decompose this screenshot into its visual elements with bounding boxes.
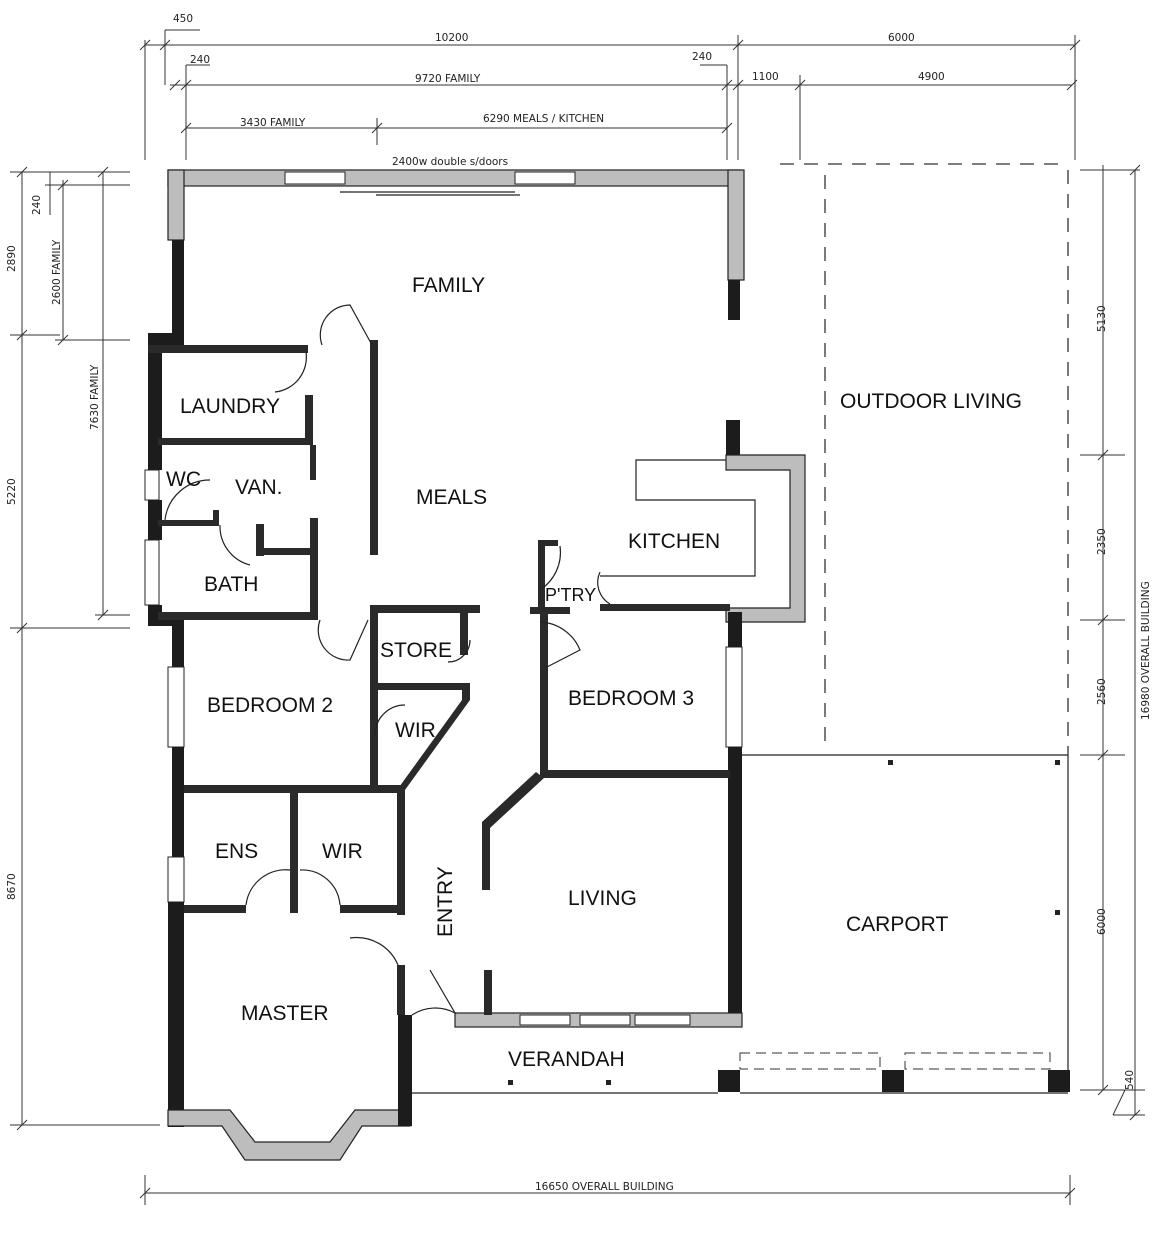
- room-ensuite-label: ENS: [215, 840, 258, 863]
- dimension-lines: [10, 29, 1145, 1205]
- dim-sliding-doors-note: 2400w double s/doors: [392, 156, 508, 168]
- dim-2600-family: 2600 FAMILY: [51, 239, 63, 305]
- outdoor-outlines: [408, 163, 1070, 1094]
- dim-2560: 2560: [1096, 678, 1108, 705]
- dim-overall-height: 16980 OVERALL BUILDING: [1140, 581, 1152, 720]
- room-laundry-label: LAUNDRY: [180, 395, 280, 418]
- dim-overall-width: 16650 OVERALL BUILDING: [535, 1181, 674, 1193]
- dim-8670: 8670: [6, 873, 18, 900]
- dim-240-left: 240: [190, 54, 210, 66]
- room-bedroom-3-label: BEDROOM 3: [568, 687, 694, 710]
- room-wir-upper-label: WIR: [395, 719, 436, 742]
- doors: [164, 304, 611, 1016]
- room-family-label: FAMILY: [412, 274, 485, 297]
- room-outdoor-living-label: OUTDOOR LIVING: [840, 390, 1022, 413]
- dim-9720-family: 9720 FAMILY: [415, 73, 481, 85]
- room-wc-label: WC: [166, 468, 201, 491]
- dimension-labels: 450 10200 6000 240 9720 FAMILY 240 1100 …: [6, 13, 1152, 1193]
- room-kitchen-label: KITCHEN: [628, 530, 720, 553]
- room-labels: FAMILY LAUNDRY WC VAN. MEALS BATH KITCHE…: [166, 274, 1022, 1071]
- room-vanity-label: VAN.: [235, 476, 282, 499]
- dim-240-right: 240: [692, 51, 712, 63]
- dim-4900: 4900: [918, 71, 945, 83]
- room-living-label: LIVING: [568, 887, 637, 910]
- room-bedroom-2-label: BEDROOM 2: [207, 694, 333, 717]
- room-meals-label: MEALS: [416, 486, 487, 509]
- dim-2350: 2350: [1096, 528, 1108, 555]
- internal-walls: [148, 340, 756, 1015]
- room-store-label: STORE: [380, 639, 452, 662]
- room-carport-label: CARPORT: [846, 913, 948, 936]
- dim-6290-meals-kitchen: 6290 MEALS / KITCHEN: [483, 113, 604, 125]
- dim-7630-family: 7630 FAMILY: [89, 364, 101, 430]
- room-wir-lower-label: WIR: [322, 840, 363, 863]
- dim-6000-right: 6000: [1096, 908, 1108, 935]
- dim-5130: 5130: [1096, 305, 1108, 332]
- external-walls: [144, 169, 806, 1161]
- room-pantry-label: P'TRY: [545, 585, 596, 605]
- dim-5220: 5220: [6, 478, 18, 505]
- dim-540: 540: [1124, 1070, 1136, 1090]
- dim-240-vertical: 240: [31, 195, 43, 215]
- room-bath-label: BATH: [204, 573, 258, 596]
- dim-2890: 2890: [6, 245, 18, 272]
- room-verandah-label: VERANDAH: [508, 1048, 625, 1071]
- room-entry-label: ENTRY: [434, 866, 457, 937]
- dim-3430-family: 3430 FAMILY: [240, 117, 306, 129]
- dim-450: 450: [173, 13, 193, 25]
- dim-1100: 1100: [752, 71, 779, 83]
- room-master-label: MASTER: [241, 1002, 329, 1025]
- dim-10200: 10200: [435, 32, 468, 44]
- dim-6000-top: 6000: [888, 32, 915, 44]
